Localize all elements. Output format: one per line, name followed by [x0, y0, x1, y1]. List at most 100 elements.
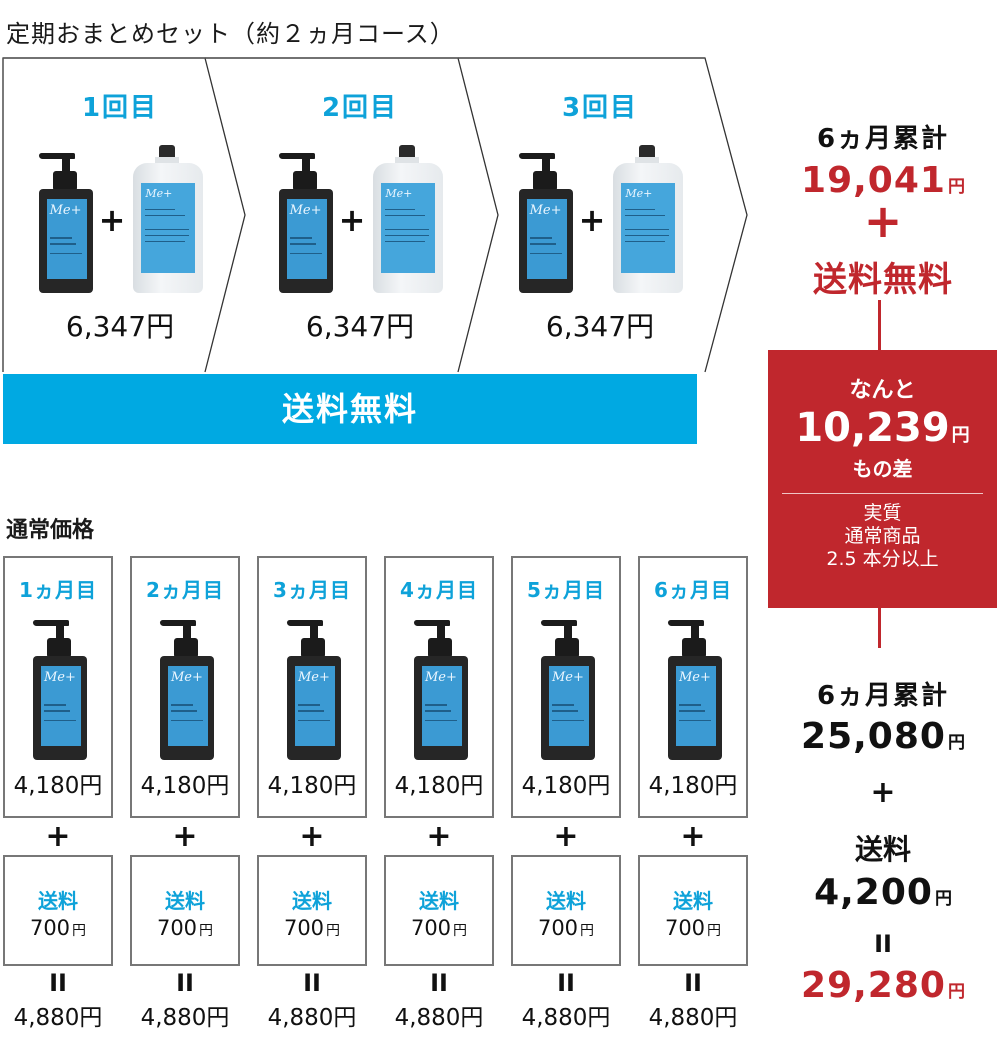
- yen-unit: 円: [934, 889, 952, 909]
- month-price: 4,180円: [13, 773, 103, 799]
- month-card-2: 2ヵ月目 Me+ 4,180円: [130, 556, 240, 818]
- shipping-label: 送料: [546, 889, 586, 913]
- shampoo-bottle-icon: Me+: [35, 149, 93, 295]
- shampoo-bottle-icon: Me+: [410, 616, 468, 762]
- month-price: 4,180円: [521, 773, 611, 799]
- month-total: 4,880円: [267, 1005, 357, 1031]
- step-chevron-outline: [2, 57, 748, 373]
- product-set: Me+ + Me+: [10, 145, 230, 295]
- month-total: 4,880円: [140, 1005, 230, 1031]
- shipping-label: 送料: [165, 889, 205, 913]
- connector-line: [878, 300, 881, 352]
- subscription-total-amount: 19,041: [801, 160, 946, 201]
- step-label: 1回目: [81, 93, 159, 123]
- step-price: 6,347円: [305, 310, 415, 343]
- plus-icon: +: [45, 819, 71, 854]
- shipping-total-amount: 4,200: [814, 872, 933, 913]
- grand-total-amount: 29,280: [801, 965, 946, 1006]
- equals-icon: II: [557, 969, 575, 997]
- equals-icon: II: [303, 969, 321, 997]
- month-label: 2ヵ月目: [146, 578, 224, 602]
- month-label: 1ヵ月目: [19, 578, 97, 602]
- shampoo-bottle-icon: Me+: [283, 616, 341, 762]
- subscription-free-shipping: 送料無料: [813, 260, 953, 300]
- month-total: 4,880円: [521, 1005, 611, 1031]
- shipping-label: 送料: [38, 889, 78, 913]
- subscription-step-3: 3回目 Me+ + Me+ 6,347円: [490, 57, 710, 372]
- month-card-5: 5ヵ月目 Me+ 4,180円: [511, 556, 621, 818]
- plus-icon: +: [338, 201, 366, 239]
- month-price: 4,180円: [394, 773, 484, 799]
- shampoo-bottle-icon: Me+: [537, 616, 595, 762]
- refill-pouch-icon: Me+: [611, 145, 685, 295]
- yen-unit: 円: [947, 177, 965, 197]
- subscription-total-title: 6ヵ月累計: [816, 124, 950, 154]
- plus-icon: +: [299, 819, 325, 854]
- plus-icon: +: [426, 819, 452, 854]
- shipping-label: 送料: [419, 889, 459, 913]
- plus-icon: +: [680, 819, 706, 854]
- yen-unit: 円: [947, 733, 965, 753]
- month-price: 4,180円: [648, 773, 738, 799]
- plus-icon: +: [553, 819, 579, 854]
- shipping-label: 送料: [854, 833, 911, 866]
- month-label: 5ヵ月目: [527, 578, 605, 602]
- savings-intro: なんと: [849, 378, 916, 403]
- month-price: 4,180円: [267, 773, 357, 799]
- month-total: 4,880円: [13, 1005, 103, 1031]
- savings-note-line-2: 通常商品: [844, 525, 921, 547]
- equals-icon: II: [176, 969, 194, 997]
- subscription-step-2: 2回目 Me+ + Me+ 6,347円: [250, 57, 470, 372]
- refill-pouch-icon: Me+: [371, 145, 445, 295]
- plus-icon: +: [870, 775, 896, 810]
- month-price: 4,180円: [140, 773, 230, 799]
- shipping-label: 送料: [673, 889, 713, 913]
- savings-suffix: もの差: [852, 457, 913, 481]
- shampoo-bottle-icon: Me+: [664, 616, 722, 762]
- shampoo-bottle-icon: Me+: [156, 616, 214, 762]
- month-card-6: 6ヵ月目 Me+ 4,180円: [638, 556, 748, 818]
- month-total: 4,880円: [394, 1005, 484, 1031]
- month-label: 3ヵ月目: [273, 578, 351, 602]
- regular-total-amount: 25,080: [801, 716, 946, 757]
- divider: [782, 493, 983, 494]
- savings-note-line-3: 2.5 本分以上: [826, 548, 939, 570]
- regular-price-title: 通常価格: [6, 518, 95, 543]
- month-card-1: 1ヵ月目 Me+ 4,180円: [3, 556, 113, 818]
- month-card-4: 4ヵ月目 Me+ 4,180円: [384, 556, 494, 818]
- plus-icon: +: [172, 819, 198, 854]
- connector-line: [878, 608, 881, 648]
- subscription-title: 定期おまとめセット（約２ヵ月コース）: [6, 20, 455, 48]
- shampoo-bottle-icon: Me+: [275, 149, 333, 295]
- month-card-3: 3ヵ月目 Me+ 4,180円: [257, 556, 367, 818]
- savings-note-line-1: 実質: [863, 502, 902, 524]
- subscription-step-1: 1回目 Me+ + Me+ 6,347円: [10, 57, 230, 372]
- plus-icon: +: [863, 194, 903, 248]
- step-price: 6,347円: [545, 310, 655, 343]
- shipping-label: 送料: [292, 889, 332, 913]
- free-shipping-banner: 送料無料: [3, 374, 697, 444]
- shampoo-bottle-icon: Me+: [515, 149, 573, 295]
- regular-total-title: 6ヵ月累計: [816, 681, 950, 711]
- step-price: 6,347円: [65, 310, 175, 343]
- refill-pouch-icon: Me+: [131, 145, 205, 295]
- month-label: 4ヵ月目: [400, 578, 478, 602]
- equals-icon: II: [874, 930, 892, 958]
- product-set: Me+ + Me+: [490, 145, 710, 295]
- equals-icon: II: [49, 969, 67, 997]
